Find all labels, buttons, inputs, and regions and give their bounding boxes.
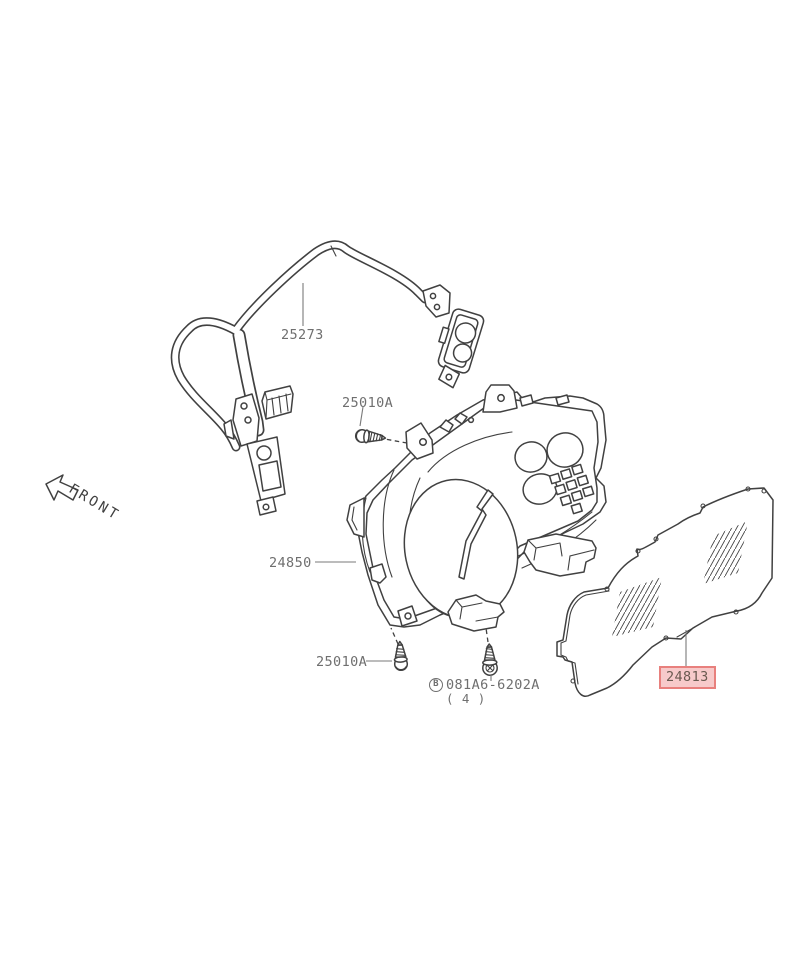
dashed-leader-screw-bottom: [390, 627, 399, 645]
part-label-25273: 25273: [281, 327, 324, 343]
bolt-part-number: 081A6-6202A: [446, 677, 540, 693]
screw-25010a-bottom-icon: [393, 640, 409, 672]
part-label-25010a-top: 25010A: [342, 395, 394, 411]
bolt-081a6-icon: [482, 643, 498, 676]
cluster-24850-drawing: [346, 384, 607, 632]
front-arrow-icon: [45, 474, 79, 501]
part-label-25010a-bottom: 25010A: [316, 654, 368, 670]
part-label-bolt: B 081A6-6202A: [429, 677, 540, 693]
part-label-24813-highlighted[interactable]: 24813: [659, 666, 716, 690]
cable-25273-drawing: [170, 240, 430, 452]
cable-bracket-connector-drawing: [223, 385, 294, 516]
leader-line-25010a-top: [359, 406, 364, 427]
lens-24813-drawing: [556, 486, 774, 697]
cable-switch-connector-drawing: [422, 284, 485, 389]
screw-25010a-top-icon: [354, 428, 387, 444]
dashed-leader-bolt: [485, 627, 489, 643]
part-label-24850: 24850: [269, 555, 312, 571]
bolt-quantity-label: ( 4 ): [446, 691, 486, 706]
bolt-prefix-badge: B: [429, 678, 443, 693]
